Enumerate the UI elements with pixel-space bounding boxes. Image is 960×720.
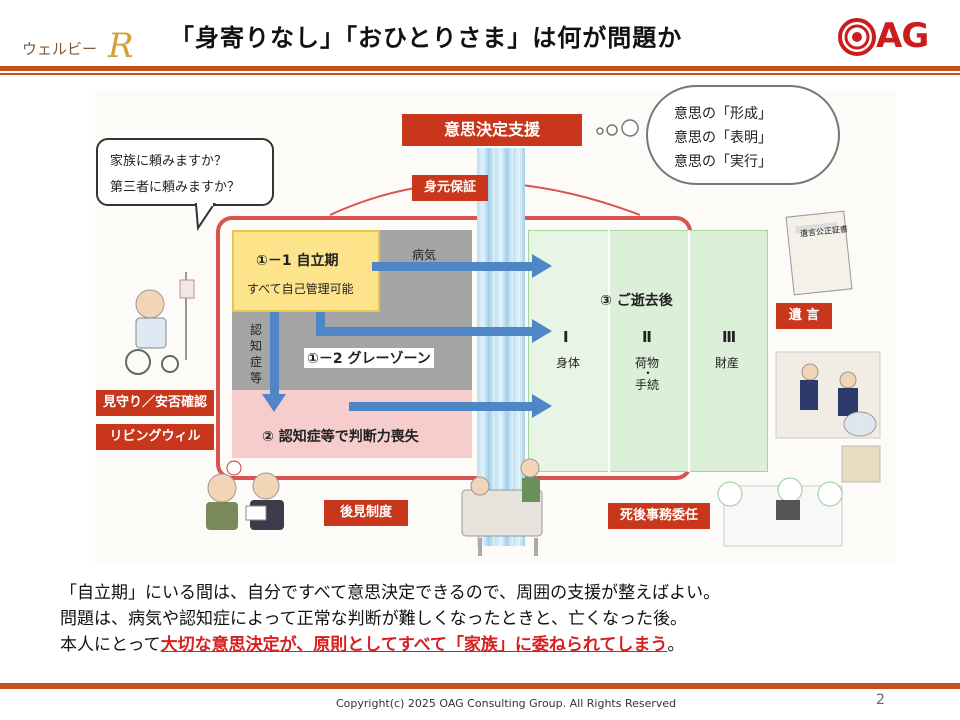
will-label: 遺 言 bbox=[776, 303, 832, 329]
living-will-label: リビングウィル bbox=[96, 424, 214, 450]
welby-logo-text: ウェルビー bbox=[22, 40, 98, 58]
identity-guarantee-label: 身元保証 bbox=[412, 175, 488, 201]
dementia-vertical-label: 認知症等 bbox=[250, 323, 263, 385]
thought-cloud: 意思の「形成」 意思の「表明」 意思の「実行」 bbox=[646, 85, 840, 185]
header-divider-thin bbox=[0, 73, 960, 75]
body-line-3-prefix: 本人にとって bbox=[60, 635, 161, 655]
guardianship-label: 後見制度 bbox=[324, 500, 408, 526]
column-2-numeral: Ⅱ bbox=[642, 328, 652, 346]
decision-support-label: 意思決定支援 bbox=[402, 114, 582, 146]
wheelchair-person-illustration bbox=[125, 272, 195, 375]
body-line-3-suffix: 。 bbox=[667, 635, 685, 655]
page-number: 2 bbox=[876, 692, 885, 708]
oag-circle-icon bbox=[838, 18, 876, 56]
page-title: 「身寄りなし」「おひとりさま」は何が問題か bbox=[170, 24, 683, 52]
watch-service-label: 見守り／安否確認 bbox=[96, 390, 214, 416]
posthumous-col-divider-1 bbox=[608, 230, 610, 472]
funeral-altar-illustration bbox=[717, 445, 881, 547]
copyright-text: Copyright(c) 2025 OAG Consulting Group. … bbox=[336, 697, 677, 710]
speech-line-1: 家族に頼みますか？ bbox=[110, 154, 228, 169]
column-3-label: 財産 bbox=[715, 356, 740, 370]
stage-1-2-title: ①－2 グレーゾーン bbox=[304, 348, 434, 368]
speech-bubble: 家族に頼みますか？ 第三者に頼みますか？ bbox=[96, 138, 274, 206]
cloud-line-3: 意思の「実行」 bbox=[674, 154, 772, 170]
stage-1-1-title: ①－1 自立期 bbox=[256, 253, 339, 269]
consultation-illustration bbox=[206, 460, 284, 530]
welby-logo: ウェルビー R bbox=[22, 26, 152, 66]
packing-scene-illustration bbox=[775, 351, 881, 439]
stage-3-title: ③ ご逝去後 bbox=[600, 293, 673, 309]
column-2-dot: ・ bbox=[642, 366, 655, 380]
body-line-1: 「自立期」にいる間は、自分ですべて意思決定できるので、周囲の支援が整えばよい。 bbox=[60, 583, 721, 603]
cloud-line-1: 意思の「形成」 bbox=[674, 106, 772, 122]
body-line-3-highlight: 大切な意思決定が、原則としてすべて「家族」に委ねられてしまう bbox=[160, 635, 668, 655]
bedside-family-illustration bbox=[461, 458, 543, 556]
column-3-numeral: Ⅲ bbox=[722, 328, 737, 346]
column-2-label-b: 手続 bbox=[635, 378, 660, 392]
welby-logo-mark: R bbox=[108, 26, 134, 66]
stage-2-title: ② 認知症等で判断力喪失 bbox=[262, 429, 419, 445]
body-line-2: 問題は、病気や認知症によって正常な判断が難しくなったときと、亡くなった後。 bbox=[60, 609, 687, 629]
column-2-label-a: 荷物 bbox=[635, 356, 660, 370]
body-line-3: 本人にとって大切な意思決定が、原則としてすべて「家族」に委ねられてしまう。 bbox=[60, 630, 684, 655]
oag-logo: AG bbox=[838, 16, 943, 56]
column-1-numeral: Ⅰ bbox=[563, 328, 569, 346]
illness-label: 病気 bbox=[412, 248, 437, 262]
posthumous-col-divider-2 bbox=[688, 230, 690, 472]
posthumous-affairs-label: 死後事務委任 bbox=[608, 503, 710, 529]
header-divider bbox=[0, 66, 960, 71]
will-document-illustration bbox=[785, 210, 853, 296]
column-1-label: 身体 bbox=[556, 356, 581, 370]
speech-line-2: 第三者に頼みますか？ bbox=[110, 180, 241, 195]
cloud-line-2: 意思の「表明」 bbox=[674, 130, 772, 146]
oag-logo-text: AG bbox=[876, 16, 929, 56]
footer-divider bbox=[0, 683, 960, 689]
stage-1-1-subtitle: すべて自己管理可能 bbox=[247, 282, 354, 296]
